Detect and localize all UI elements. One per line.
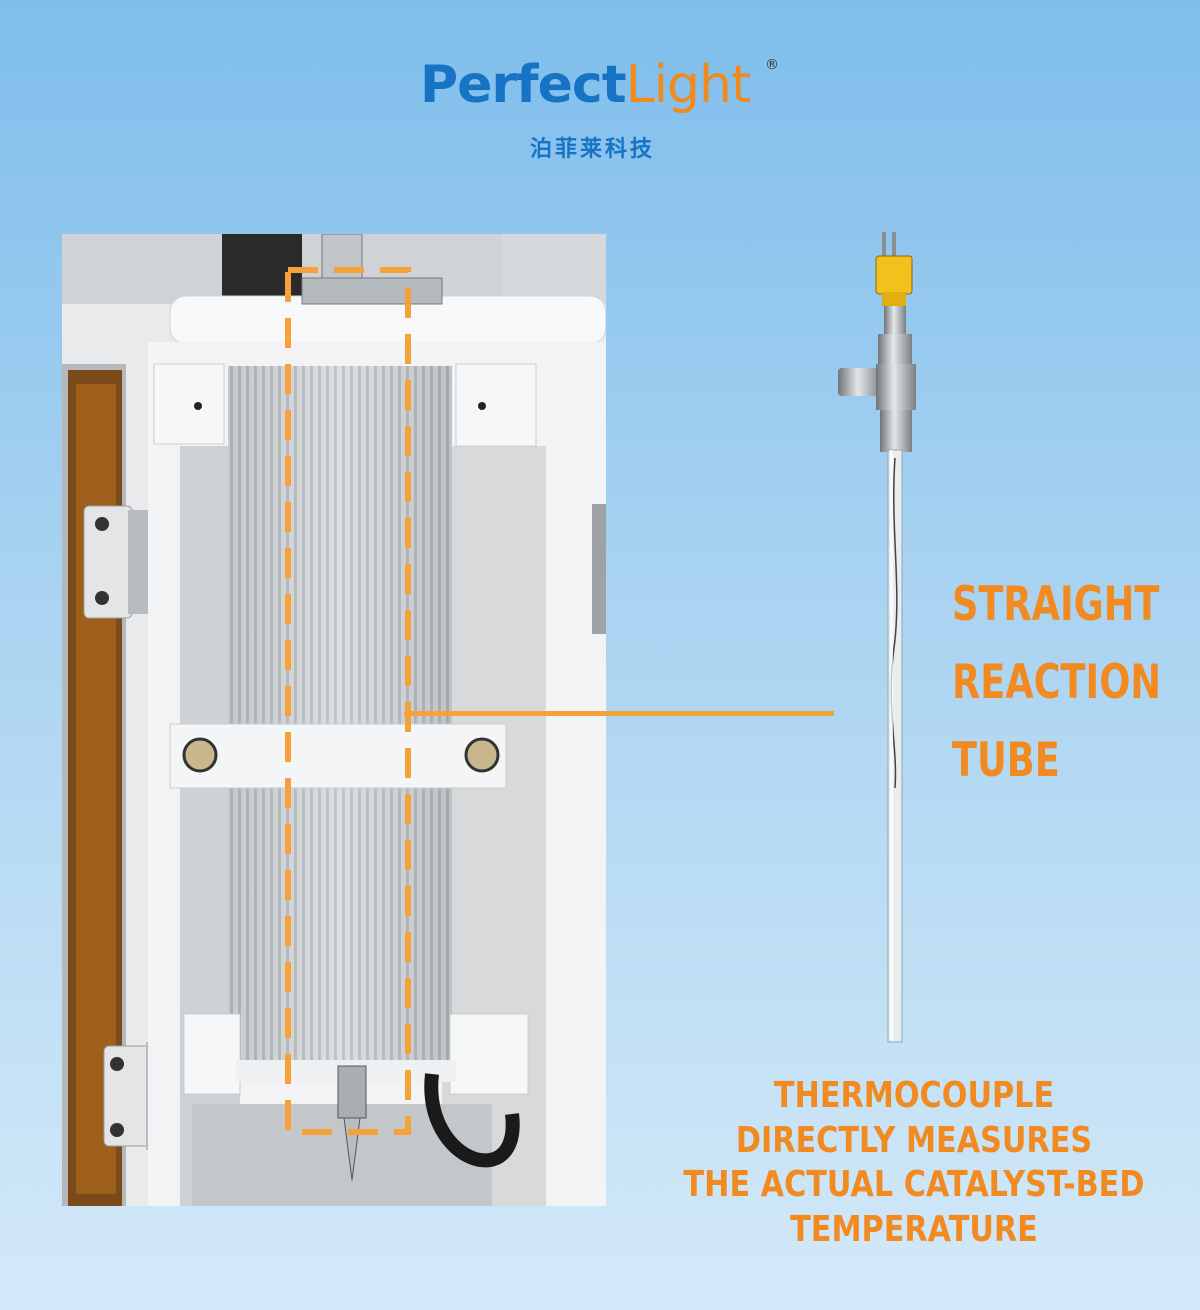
registered-mark: ® bbox=[765, 57, 779, 73]
logo-wordmark: PerfectLight bbox=[420, 55, 752, 115]
tube-label-line-2: REACTION bbox=[952, 655, 1162, 710]
reaction-tube-illustration bbox=[838, 232, 916, 1043]
perfectlight-logo: PerfectLight ® 泊菲莱科技 bbox=[420, 55, 800, 165]
thermo-caption-line-1: THERMOCOUPLE bbox=[773, 1075, 1055, 1116]
thermo-caption-line-2: DIRECTLY MEASURES bbox=[735, 1119, 1093, 1161]
thermocouple-caption: THERMOCOUPLE DIRECTLY MEASURES THE ACTUA… bbox=[620, 1074, 1200, 1252]
tube-label-line-1: STRAIGHT bbox=[952, 577, 1160, 632]
tube-label-line-3: TUBE bbox=[952, 733, 1060, 788]
thermo-caption-line-4: TEMPERATURE bbox=[790, 1208, 1038, 1250]
logo-chinese-name: 泊菲莱科技 bbox=[530, 137, 656, 162]
logo-word-light: Light bbox=[625, 55, 752, 115]
thermo-caption-line-3: THE ACTUAL CATALYST-BED bbox=[683, 1164, 1145, 1205]
logo-word-perfect: Perfect bbox=[420, 55, 627, 115]
straight-reaction-tube-label: STRAIGHT REACTION TUBE bbox=[952, 566, 1162, 800]
tube-pointer-line bbox=[404, 711, 834, 716]
reactor-photo bbox=[62, 234, 606, 1206]
